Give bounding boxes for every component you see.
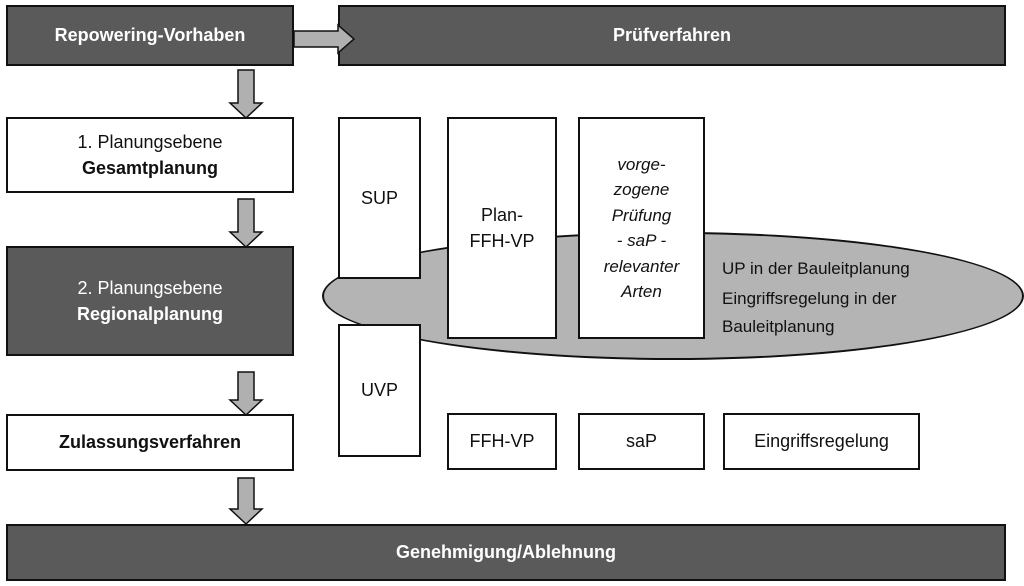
ffh-vp-box: FFH-VP	[447, 413, 557, 470]
planungsebene-2-box: 2. Planungsebene Regionalplanung	[6, 246, 294, 356]
eingriffsregelung-box: Eingriffsregelung	[723, 413, 920, 470]
vorgezogen-line: relevanter	[603, 256, 680, 276]
arrow-down-icon	[228, 477, 264, 526]
vorgezogen-line: - saP -	[616, 231, 667, 250]
arrow-down-icon	[228, 198, 264, 249]
sup-box: SUP	[338, 117, 421, 279]
repowering-vorhaben-box: Repowering-Vorhaben	[6, 5, 294, 66]
sup-label: SUP	[360, 187, 398, 208]
ffh-vp-label: FFH-VP	[469, 431, 535, 452]
sap-box: saP	[578, 413, 705, 470]
pruefverfahren-box: Prüfverfahren	[338, 5, 1006, 66]
vorgezogen-line: Prüfung	[611, 205, 672, 225]
uvp-label: UVP	[360, 380, 398, 401]
plan-ffh-line2: FFH-VP	[469, 231, 535, 251]
arrow-right-icon	[293, 23, 356, 55]
vorgezogen-line: vorge-	[617, 154, 666, 174]
ellipse-text-eingriff: Eingriffsregelung in der	[722, 289, 897, 308]
arrow-down-icon	[228, 69, 264, 120]
sap-label: saP	[625, 431, 658, 452]
ellipse-text-up: UP in der Bauleitplanung	[722, 259, 910, 278]
genehmigung-ablehnung-label: Genehmigung/Ablehnung	[396, 542, 616, 563]
regionalplanung-label: Regionalplanung	[77, 304, 223, 324]
planungsebene-1-label: 1. Planungsebene	[77, 131, 223, 152]
genehmigung-ablehnung-box: Genehmigung/Ablehnung	[6, 524, 1006, 581]
zulassungsverfahren-box: Zulassungsverfahren	[6, 414, 294, 471]
planungsebene-2-label: 2. Planungsebene	[77, 277, 223, 298]
vorgezogene-pruefung-box: vorge- zogene Prüfung - saP - relevanter…	[578, 117, 705, 339]
uvp-box: UVP	[338, 324, 421, 457]
ellipse-text-bauleitplanung: Bauleitplanung	[722, 317, 835, 336]
gesamtplanung-label: Gesamtplanung	[81, 158, 219, 178]
plan-ffh-vp-box: Plan- FFH-VP	[447, 117, 557, 339]
planungsebene-1-box: 1. Planungsebene Gesamtplanung	[6, 117, 294, 193]
arrow-down-icon	[228, 371, 264, 417]
pruefverfahren-label: Prüfverfahren	[612, 25, 732, 46]
vorgezogen-line: Arten	[621, 282, 662, 301]
vorgezogen-line: zogene	[613, 180, 670, 199]
plan-ffh-line1: Plan-	[480, 204, 524, 225]
repowering-vorhaben-label: Repowering-Vorhaben	[54, 25, 246, 46]
eingriffsregelung-label: Eingriffsregelung	[754, 431, 889, 452]
zulassungsverfahren-label: Zulassungsverfahren	[58, 432, 242, 453]
